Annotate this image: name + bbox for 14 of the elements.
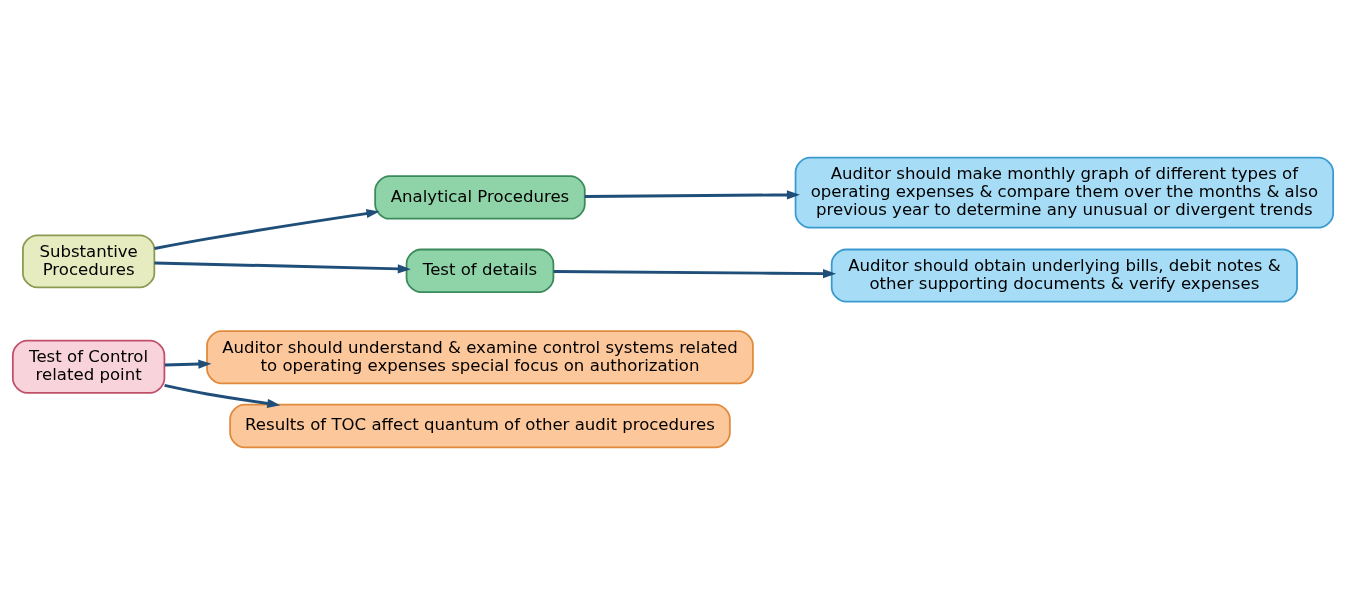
node-box: Analytical Procedures (374, 175, 586, 220)
arrow (164, 359, 212, 369)
node-box: Auditor should make monthly graph of different types of operating expenses & compare them over the months & also previous year to determine any unusual or divergent trends (794, 156, 1335, 229)
node-box: Test of details (405, 248, 555, 294)
node-box: Auditor should understand & examine control systems related to operating expenses special focus on authorization (206, 330, 754, 385)
arrow (553, 269, 837, 279)
arrow (154, 209, 380, 250)
node-box: Auditor should obtain underlying bills, debit notes & other supporting documents & verify expenses (830, 248, 1298, 303)
arrow (154, 261, 411, 274)
node-box: Substantive Procedures (22, 234, 156, 289)
node-box: Test of Control related point (11, 339, 166, 394)
arrow (164, 384, 281, 408)
node-box: Results of TOC affect quantum of other audit procedures (229, 403, 731, 449)
arrow (584, 190, 800, 200)
